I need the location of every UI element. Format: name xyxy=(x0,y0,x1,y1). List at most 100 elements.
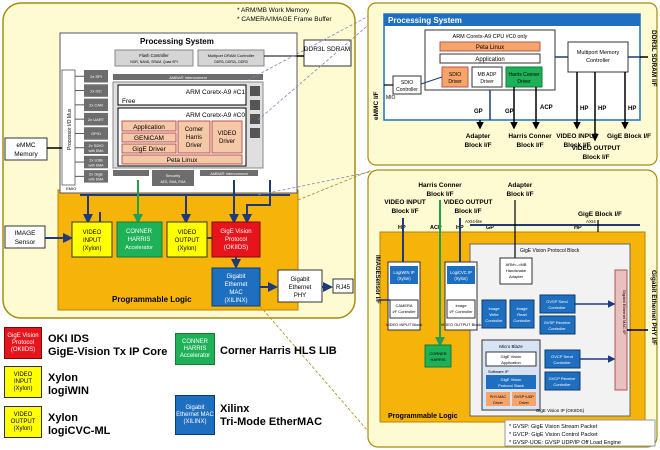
svg-text:Controller: Controller xyxy=(485,318,503,323)
ddr3l-sdram-label: DDR3L SDRAM xyxy=(304,46,350,53)
svg-text:I/F Controller: I/F Controller xyxy=(392,309,416,314)
svg-text:GVSP+UDP: GVSP+UDP xyxy=(514,395,534,399)
svg-text:Gigabit Ethernet MAC I/F: Gigabit Ethernet MAC I/F xyxy=(622,290,627,335)
svg-text:AXI4: AXI4 xyxy=(586,219,596,224)
video-driver-label-2: Driver xyxy=(219,139,235,145)
svg-text:Block I/F: Block I/F xyxy=(464,142,491,149)
svg-text:Accelerator: Accelerator xyxy=(125,245,153,251)
svg-text:GVSP Receive: GVSP Receive xyxy=(544,320,571,325)
svg-text:OUTPUT: OUTPUT xyxy=(175,238,200,244)
svg-text:(Xylon): (Xylon) xyxy=(454,276,468,281)
svg-text:(Xylon): (Xylon) xyxy=(397,276,411,281)
io-block-sublabel: with DMA xyxy=(89,163,105,167)
security-block xyxy=(152,170,194,186)
svg-text:Driver: Driver xyxy=(519,401,529,405)
svg-text:CAMERA: CAMERA xyxy=(395,303,412,308)
rt-multiport-controller xyxy=(567,41,629,73)
svg-text:Driver: Driver xyxy=(517,79,531,85)
svg-text:VIDEO OUTPUT: VIDEO OUTPUT xyxy=(572,145,621,152)
svg-text:GigE Vision: GigE Vision xyxy=(501,377,522,382)
svg-text:HP: HP xyxy=(398,225,406,231)
svg-text:Multiport Memory: Multiport Memory xyxy=(577,50,620,56)
io-block xyxy=(84,127,108,140)
svg-text:Software IP: Software IP xyxy=(488,369,509,374)
rb-programmable-logic: Programmable Logic xyxy=(388,413,458,420)
svg-text:GigE Vision Protocol Block: GigE Vision Protocol Block xyxy=(520,248,580,254)
io-block-label: 2x SDIO xyxy=(88,143,103,148)
svg-text:HP: HP xyxy=(580,106,588,112)
rb-gvcp-receive xyxy=(544,371,581,391)
svg-text:Controller: Controller xyxy=(586,58,610,64)
svg-text:I/F Controller: I/F Controller xyxy=(449,309,473,314)
svg-text:Block I/F: Block I/F xyxy=(582,154,609,161)
io-block xyxy=(84,84,108,97)
rt-cpu-label: ARM Coretx-A9 CPU #C0 only xyxy=(453,34,528,40)
rb-gigabit-if: Gigabit Ethernet PHY I/F xyxy=(650,270,657,345)
gige-driver-label: GigE Driver xyxy=(132,146,166,153)
left-diagram: Processing System * ARM/MB Work Memory *… xyxy=(2,2,356,319)
rb-corner-harris xyxy=(424,344,452,368)
svg-text:GP: GP xyxy=(486,225,494,231)
emmc-label-2: Memory xyxy=(14,151,38,158)
svg-text:Controller: Controller xyxy=(548,305,566,310)
svg-text:Protocol: Protocol xyxy=(225,237,247,243)
io-block xyxy=(84,70,108,83)
svg-text:VIDEO: VIDEO xyxy=(178,230,197,236)
svg-text:VIDEO OUTPUT: VIDEO OUTPUT xyxy=(444,199,493,206)
ddr3l-sdram xyxy=(303,39,352,67)
svg-text:Application: Application xyxy=(501,360,521,365)
svg-text:PHY-MAC: PHY-MAC xyxy=(490,395,507,399)
svg-text:VIDEO INPUT Block: VIDEO INPUT Block xyxy=(386,322,422,327)
gige-driver-box xyxy=(121,143,177,154)
emio-label: EMIO xyxy=(66,186,76,191)
svg-text:* GVCP: GigE Vision Control Pa: * GVCP: GigE Vision Control Packet xyxy=(509,432,598,438)
legend-box-video-input: VIDEO INPUT (Xylon) xyxy=(4,366,42,398)
processor-io-mux xyxy=(61,69,76,186)
svg-text:* GVSP-UOE: GVSP UDP/IP Off Lo: * GVSP-UOE: GVSP UDP/IP Off Load Engine xyxy=(509,440,621,446)
image-sensor-label-1: IMAGE xyxy=(15,230,37,237)
video-driver-label-1: VIDEO xyxy=(218,131,237,137)
amba-interconnect-bottom xyxy=(200,170,258,176)
flash-controller xyxy=(114,49,194,67)
rb-gvsp-receive xyxy=(539,315,576,335)
flash-controller-sub: NOR, NAND, SRAM, Quad SPI xyxy=(130,60,177,64)
gigabit-phy-block xyxy=(277,269,323,303)
multiport-dram-controller xyxy=(197,49,265,67)
amba-top-label: AMBA® Interconnect xyxy=(169,75,207,80)
emmc-label-1: eMMC xyxy=(16,142,35,149)
svg-text:GP: GP xyxy=(474,109,483,115)
svg-text:Controller: Controller xyxy=(513,318,531,323)
rb-glossary xyxy=(504,419,656,447)
io-block-label: 2x I2C xyxy=(90,88,102,93)
svg-text:SDIO: SDIO xyxy=(449,72,461,78)
rj45-block xyxy=(332,278,354,294)
peta-linux-label: Peta Linux xyxy=(167,157,198,164)
security-label: Security xyxy=(166,173,180,178)
svg-text:Block I/F: Block I/F xyxy=(516,142,543,149)
rb-image-read xyxy=(509,299,535,329)
application-box xyxy=(121,120,177,132)
svg-text:(OKIIDS): (OKIIDS) xyxy=(224,245,248,251)
svg-text:CONNER: CONNER xyxy=(126,229,153,235)
svg-text:Driver: Driver xyxy=(480,79,494,85)
svg-text:(Xylon): (Xylon) xyxy=(177,246,196,252)
io-block xyxy=(84,170,108,183)
cpu0-label: ARM Coretx-A9 #C0 xyxy=(186,112,246,119)
svg-text:Harris Conner: Harris Conner xyxy=(508,72,539,78)
svg-text:(XILINX): (XILINX) xyxy=(224,298,247,304)
note-work-memory: * ARM/MB Work Memory xyxy=(237,7,310,14)
svg-text:HARRIS: HARRIS xyxy=(128,237,151,243)
rb-gvsp-send xyxy=(539,294,576,314)
svg-text:GigE Vision: GigE Vision xyxy=(220,229,251,235)
svg-text:Application: Application xyxy=(475,57,504,63)
svg-text:VIDEO INPUT: VIDEO INPUT xyxy=(384,199,426,206)
corner-driver-label-2: Harris xyxy=(186,135,202,141)
rb-image-write xyxy=(481,299,507,329)
io-mux-label: Processor I/O Mux xyxy=(67,108,73,150)
svg-text:Image: Image xyxy=(455,303,467,308)
processing-system-title: Processing System xyxy=(140,37,214,46)
svg-text:Write: Write xyxy=(489,312,499,317)
io-block-label: 2x GigE xyxy=(89,172,104,177)
